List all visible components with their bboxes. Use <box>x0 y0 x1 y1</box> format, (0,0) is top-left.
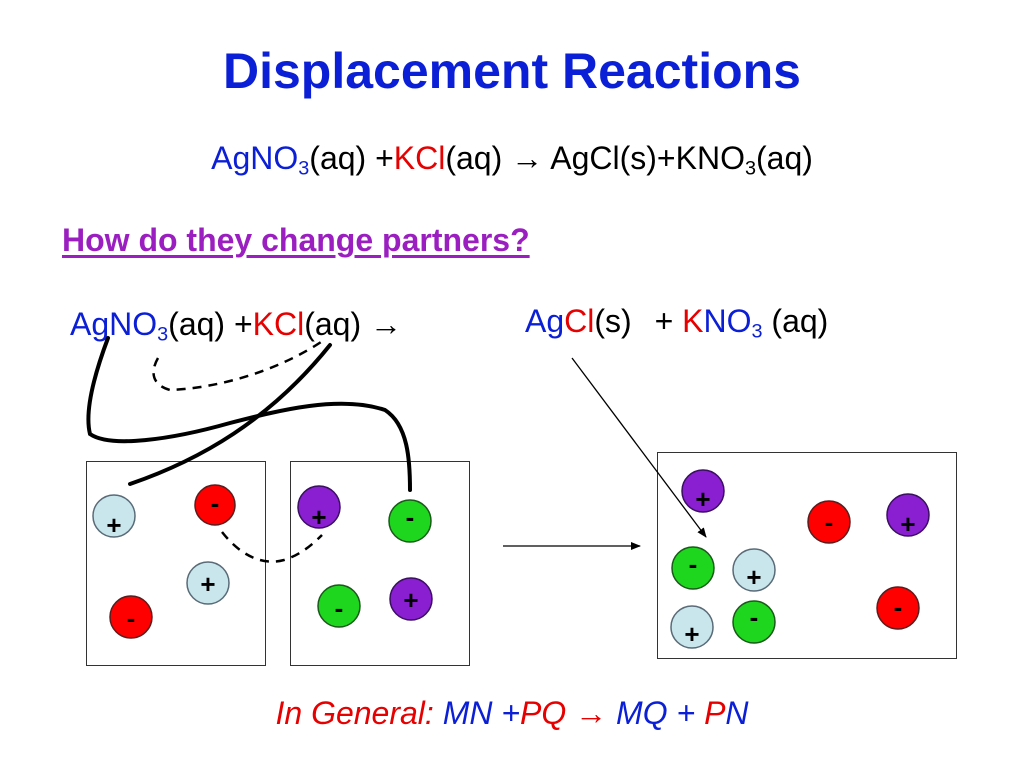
svg-text:-: - <box>406 502 415 532</box>
general-label: In General: <box>275 695 434 731</box>
svg-text:+: + <box>746 562 761 592</box>
svg-text:+: + <box>106 510 121 540</box>
svg-text:-: - <box>894 592 903 622</box>
general-pq: PQ <box>520 695 567 731</box>
general-arrow-icon: → <box>575 695 608 731</box>
eq2-cl: Cl <box>274 306 305 342</box>
svg-text:-: - <box>211 488 220 518</box>
svg-text:-: - <box>750 602 759 632</box>
svg-text:-: - <box>127 603 136 633</box>
svg-text:+: + <box>311 502 326 532</box>
svg-text:-: - <box>825 507 834 537</box>
dashed-partner-line <box>152 338 325 392</box>
svg-text:+: + <box>200 569 215 599</box>
eq2-agno3-sub: 3 <box>157 323 169 346</box>
potassium-ion: + <box>681 469 725 514</box>
eq2-k: K <box>252 306 274 342</box>
silver-ion: + <box>186 561 230 605</box>
eq2-product-ag: Ag <box>525 303 565 339</box>
chloride-ion: - <box>388 499 432 543</box>
eq1-products-state: (aq) <box>755 140 813 176</box>
chloride-ion: - <box>671 546 715 590</box>
solid-partner-line <box>86 336 412 492</box>
solid-partner-line-to-ag <box>128 343 332 486</box>
eq1-reactant-agno3: AgNO <box>211 140 299 176</box>
silver-ion: + <box>732 548 776 592</box>
eq2-agno3: AgNO <box>70 306 158 342</box>
nitrate-ion: - <box>807 500 851 544</box>
nitrate-ion: - <box>109 595 153 639</box>
eq1-reactant-agno3-sub: 3 <box>298 157 310 180</box>
general-p: P <box>704 695 726 731</box>
eq1-reactant-kcl-state: (aq) <box>445 140 503 176</box>
dashed-partner-line-lower <box>221 531 323 563</box>
chloride-ion: - <box>732 600 776 644</box>
potassium-ion: + <box>297 485 341 532</box>
eq1-reactant-kcl: KCl <box>393 140 446 176</box>
eq2-product-plus: + <box>654 303 674 339</box>
nitrate-ion: - <box>876 586 920 630</box>
silver-ion: + <box>670 605 714 649</box>
reaction-equation: AgNO3(aq) +KCl(aq) → AgCl(s)+KNO3(aq) <box>0 140 1024 180</box>
eq2-agno3-state: (aq) + <box>168 306 253 342</box>
potassium-ion: + <box>886 493 930 539</box>
svg-text:+: + <box>900 509 915 539</box>
eq2-kcl-state: (aq) <box>304 306 362 342</box>
svg-text:+: + <box>684 619 699 649</box>
svg-text:+: + <box>403 585 418 615</box>
general-n: N <box>725 695 749 731</box>
eq2-product-no: NO <box>703 303 752 339</box>
page-title: Displacement Reactions <box>223 43 801 99</box>
eq2-product-k: K <box>682 303 704 339</box>
question-heading: How do they change partners? <box>62 222 530 258</box>
potassium-ion: + <box>389 577 433 621</box>
eq1-products-sub: 3 <box>744 157 756 180</box>
general-equation: In General: MN +PQ → MQ + PN <box>0 695 1024 732</box>
eq1-products: AgCl(s)+KNO <box>550 140 745 176</box>
eq2-product-agcl-state: (s) <box>594 303 632 339</box>
reaction-equation-2-reactants: AgNO3(aq) +KCl(aq) → <box>70 306 403 346</box>
eq2-product-cl: Cl <box>564 303 595 339</box>
eq2-product-kno3-state: (aq) <box>771 303 829 339</box>
nitrate-ion: - <box>194 484 236 526</box>
svg-text:-: - <box>335 593 344 623</box>
general-mn: MN + <box>442 695 521 731</box>
silver-ion: + <box>92 494 136 540</box>
eq1-reactant-agno3-state: (aq) + <box>309 140 394 176</box>
svg-text:+: + <box>695 484 710 514</box>
agcl-pointer-arrow <box>571 357 707 538</box>
svg-text:-: - <box>689 549 698 579</box>
eq2-arrow-icon: → <box>370 306 403 342</box>
eq1-arrow-icon: → <box>511 140 544 176</box>
general-mq: MQ + <box>616 695 696 731</box>
reaction-equation-2-products: AgCl(s) + KNO3 (aq) <box>525 303 829 343</box>
eq2-product-no3-sub: 3 <box>751 320 763 343</box>
chloride-ion: - <box>317 584 361 628</box>
